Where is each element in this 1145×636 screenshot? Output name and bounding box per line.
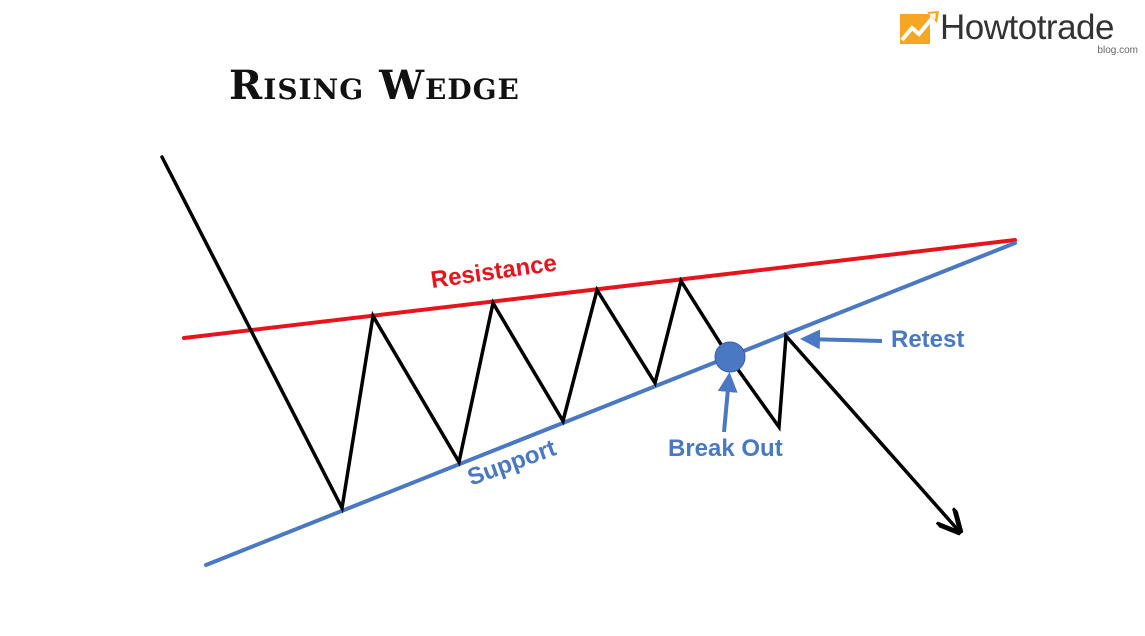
price-path: [160, 155, 958, 530]
breakout-point: [714, 341, 746, 373]
resistance-line: [182, 238, 1017, 340]
diagram-title: Rising Wedge: [229, 62, 520, 109]
breakout-label: Break Out: [668, 435, 783, 462]
rising-chart-arrow-icon: [900, 11, 939, 44]
breakout-arrow: [717, 372, 738, 433]
brand-domain: blog.com: [1097, 45, 1138, 56]
brand-name: Howtotrade: [940, 8, 1114, 47]
brand-logo: Howtotrade blog.com: [900, 6, 1140, 58]
retest-label: Retest: [891, 326, 965, 353]
support-line: [204, 241, 1017, 567]
retest-arrow: [800, 329, 883, 350]
